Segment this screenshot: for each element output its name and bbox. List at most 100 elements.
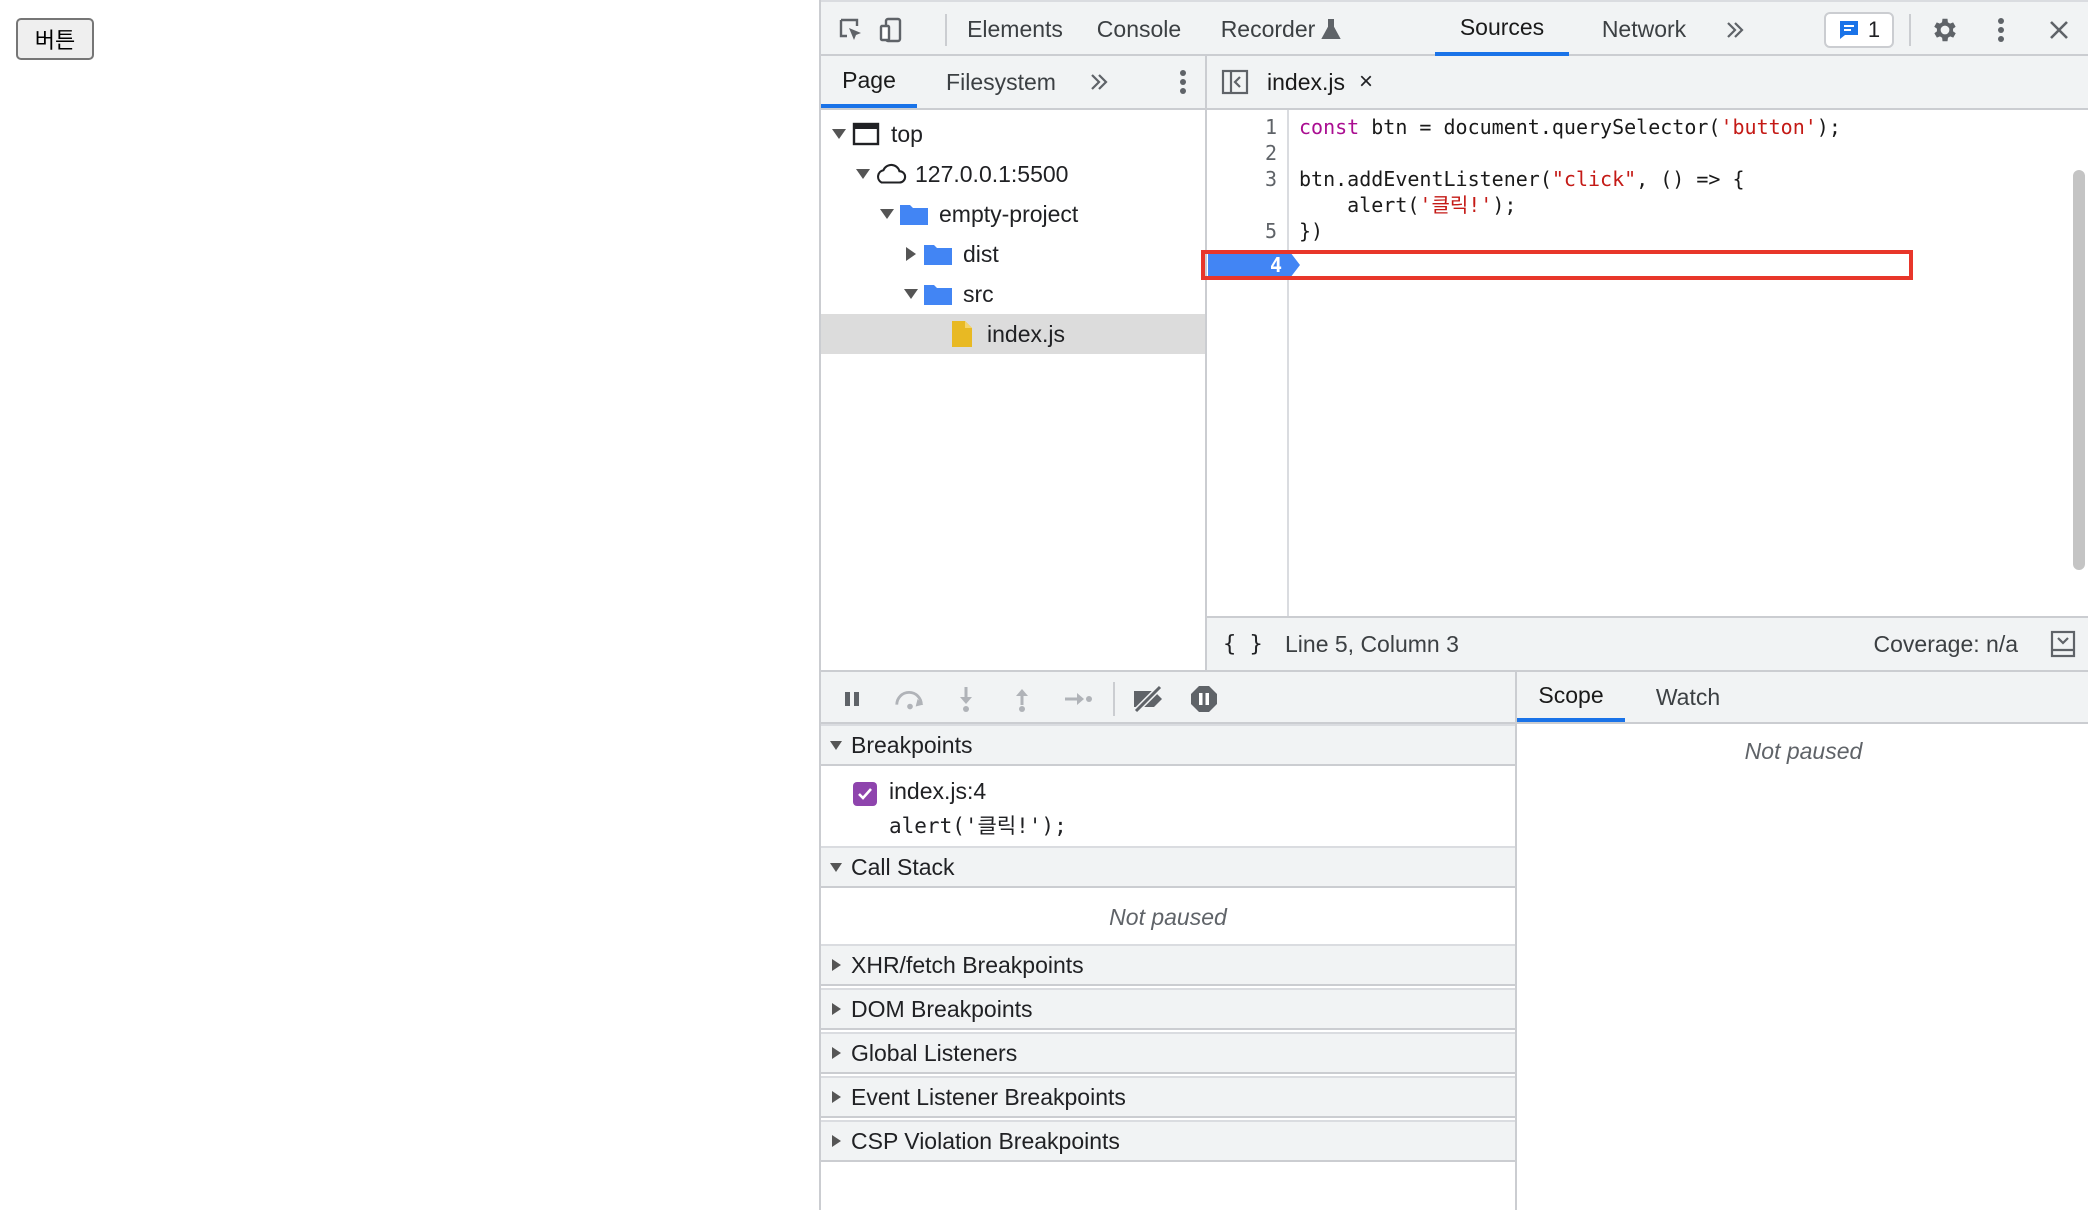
cursor-position: Line 5, Column 3 [1285,630,1459,657]
collapse-arrow-icon [821,740,851,750]
section-breakpoints[interactable]: Breakpoints [821,724,1515,766]
more-tabs-icon[interactable] [1719,14,1751,46]
tab-index-js[interactable]: index.js × [1267,56,1373,108]
tab-network[interactable]: Network [1601,15,1687,42]
code-line-3: btn.addEventListener("click", () => { [1299,167,1745,191]
device-toolbar-icon[interactable] [875,14,907,46]
section-dom-breakpoints[interactable]: DOM Breakpoints [821,988,1515,1030]
kebab-menu-icon[interactable] [1985,14,2017,46]
message-icon [1838,19,1860,41]
step-into-icon[interactable] [949,682,983,716]
expand-arrow-icon[interactable] [901,247,921,261]
pause-on-exceptions-icon[interactable] [1187,682,1221,716]
navigator-tabs: Page Filesystem [821,56,1205,110]
toolbar-divider [1909,14,1911,46]
breakpoint-marker[interactable]: 4 [1208,252,1300,278]
expand-arrow-icon [821,959,851,971]
section-title: Call Stack [851,853,955,880]
step-icon[interactable] [1061,682,1095,716]
navigator-menu-icon[interactable] [1167,66,1199,98]
step-out-icon[interactable] [1005,682,1039,716]
line-gutter[interactable]: 1 2 3 5 [1207,110,1289,668]
line-number[interactable]: 5 [1264,219,1277,243]
toggle-navigator-icon[interactable] [1219,66,1251,98]
coverage-drawer-icon[interactable] [2050,630,2076,658]
code-line-1: const btn = document.querySelector('butt… [1299,115,1841,139]
coverage-status: Coverage: n/a [1873,630,2018,657]
close-devtools-icon[interactable] [2043,14,2075,46]
file-icon [945,320,979,348]
folder-icon [897,202,931,226]
sources-navigator: Page Filesystem top 127.0.0.1:5500 [821,56,1207,670]
code-area[interactable]: 1 2 3 5 4 const btn = document.querySele… [1201,110,2088,670]
issues-count: 1 [1867,17,1881,42]
more-nav-tabs-icon[interactable] [1083,66,1115,98]
line-number[interactable]: 3 [1264,167,1277,191]
section-title: DOM Breakpoints [851,995,1033,1022]
section-title: Breakpoints [851,731,973,758]
tab-sources[interactable]: Sources [1435,2,1569,56]
section-title: Global Listeners [851,1039,1018,1066]
tab-filesystem[interactable]: Filesystem [946,68,1056,95]
section-xhr-breakpoints[interactable]: XHR/fetch Breakpoints [821,944,1515,986]
scope-watch-pane: Scope Watch Not paused [1517,670,2088,1210]
tab-elements[interactable]: Elements [967,15,1063,42]
collapse-arrow-icon [821,862,851,872]
annotation-highlight-box [1201,250,1913,280]
expand-arrow-icon [821,1091,851,1103]
breakpoint-code: alert('클릭!'); [889,814,1067,838]
tab-watch[interactable]: Watch [1655,683,1721,710]
tab-console[interactable]: Console [1096,15,1182,42]
expand-arrow-icon[interactable] [829,129,849,139]
tree-item-label: empty-project [939,200,1079,227]
tree-item-top[interactable]: top [821,114,1205,154]
tree-item-label: index.js [987,320,1065,347]
breakpoint-item[interactable]: index.js:4 alert('클릭!'); [821,766,1515,846]
expand-arrow-icon[interactable] [901,289,921,299]
editor-scrollbar[interactable] [2073,170,2085,570]
devtools-toolbar: Elements Console Recorder Sources Networ… [821,0,2088,56]
section-global-listeners[interactable]: Global Listeners [821,1032,1515,1074]
folder-icon [921,242,955,266]
tab-page[interactable]: Page [821,56,917,108]
toolbar-divider [1113,682,1115,716]
deactivate-breakpoints-icon[interactable] [1129,682,1169,716]
tree-item-index-js[interactable]: index.js [821,314,1205,354]
tab-scope[interactable]: Scope [1517,672,1625,722]
close-tab-icon[interactable]: × [1358,68,1373,95]
pause-icon[interactable] [835,682,869,716]
gear-icon[interactable] [1929,14,1961,46]
frame-icon [849,122,883,146]
section-title: CSP Violation Breakpoints [851,1127,1120,1154]
section-title: XHR/fetch Breakpoints [851,951,1084,978]
code-line-4: alert('클릭!'); [1299,193,1517,217]
inspected-page: 버튼 [0,0,819,1210]
tree-item-label: top [891,120,923,147]
pretty-print-button[interactable]: { } [1223,631,1263,657]
breakpoint-checkbox[interactable] [853,782,877,806]
page-button[interactable]: 버튼 [16,18,94,60]
issues-badge[interactable]: 1 [1824,12,1894,48]
step-over-icon[interactable] [893,682,927,716]
inspect-element-icon[interactable] [835,14,867,46]
line-number[interactable]: 2 [1264,141,1277,165]
tab-recorder[interactable]: Recorder [1211,2,1351,56]
tree-item-label: 127.0.0.1:5500 [915,160,1069,187]
tree-item-src[interactable]: src [821,274,1205,314]
line-number[interactable]: 1 [1264,115,1277,139]
flask-icon [1321,18,1341,40]
tree-item-empty-project[interactable]: empty-project [821,194,1205,234]
tree-item-label: src [963,280,994,307]
scope-status: Not paused [1744,738,1863,764]
tree-item-dist[interactable]: dist [821,234,1205,274]
folder-icon [921,282,955,306]
expand-arrow-icon[interactable] [877,209,897,219]
devtools-panel: Elements Console Recorder Sources Networ… [819,0,2088,1210]
expand-arrow-icon[interactable] [853,169,873,179]
editor-tabs: index.js × [1207,56,2088,110]
tree-item-host[interactable]: 127.0.0.1:5500 [821,154,1205,194]
section-event-listener-breakpoints[interactable]: Event Listener Breakpoints [821,1076,1515,1118]
section-call-stack[interactable]: Call Stack [821,846,1515,888]
section-csp-violation-breakpoints[interactable]: CSP Violation Breakpoints [821,1120,1515,1162]
expand-arrow-icon [821,1003,851,1015]
